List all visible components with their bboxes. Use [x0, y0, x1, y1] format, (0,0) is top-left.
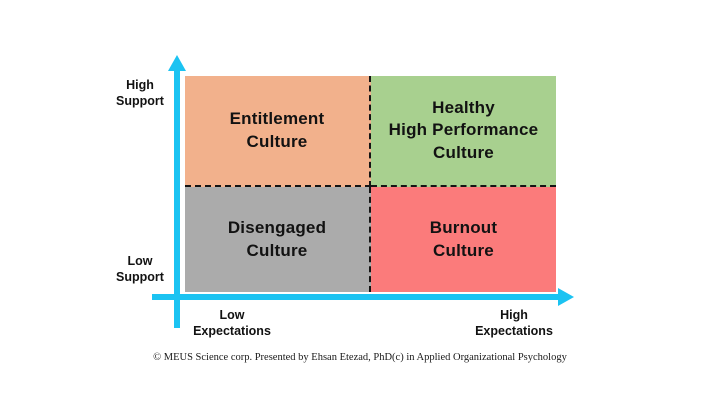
- quadrant-label-line: Burnout: [429, 218, 498, 238]
- quadrant-label-line: Culture: [433, 142, 494, 162]
- quadrant-label-line: Healthy: [432, 97, 495, 117]
- axis-label-line: Support: [116, 94, 164, 109]
- footer-credit: © MEUS Science corp. Presented by Ehsan …: [153, 352, 567, 363]
- quadrant-label-line: Culture: [433, 240, 494, 260]
- x-axis: [152, 294, 560, 300]
- quadrant-disengaged-culture: Disengaged Culture: [185, 187, 371, 292]
- axis-label-line: High: [500, 308, 528, 322]
- quadrant-label-line: Entitlement: [229, 109, 325, 129]
- quadrant-label-line: Culture: [246, 131, 308, 151]
- quadrant-grid: Entitlement Culture Healthy High Perform…: [185, 76, 556, 292]
- y-axis: [174, 69, 180, 328]
- x-axis-low-expectations-label: Low Expectations: [172, 307, 292, 340]
- quadrant-burnout-culture: Burnout Culture: [371, 187, 556, 292]
- y-axis-up-arrow-icon: [168, 55, 186, 71]
- axis-label-line: Low: [219, 308, 245, 322]
- axis-label-line: Expectations: [475, 324, 553, 339]
- quadrant-label-line: Disengaged: [227, 218, 327, 238]
- y-axis-high-support-label: High Support: [104, 77, 176, 110]
- x-axis-high-expectations-label: High Expectations: [454, 307, 574, 340]
- axis-label-line: Support: [116, 270, 164, 285]
- y-axis-low-support-label: Low Support: [104, 253, 176, 286]
- axis-label-line: Expectations: [193, 324, 271, 339]
- quadrant-label-line: Culture: [246, 240, 308, 260]
- axis-label-line: Low: [127, 254, 153, 268]
- axis-label-line: High: [126, 78, 154, 92]
- quadrant-label-line: High Performance: [388, 120, 539, 140]
- x-axis-right-arrow-icon: [558, 288, 574, 306]
- quadrant-entitlement-culture: Entitlement Culture: [185, 76, 371, 187]
- quadrant-healthy-high-performance-culture: Healthy High Performance Culture: [371, 76, 556, 187]
